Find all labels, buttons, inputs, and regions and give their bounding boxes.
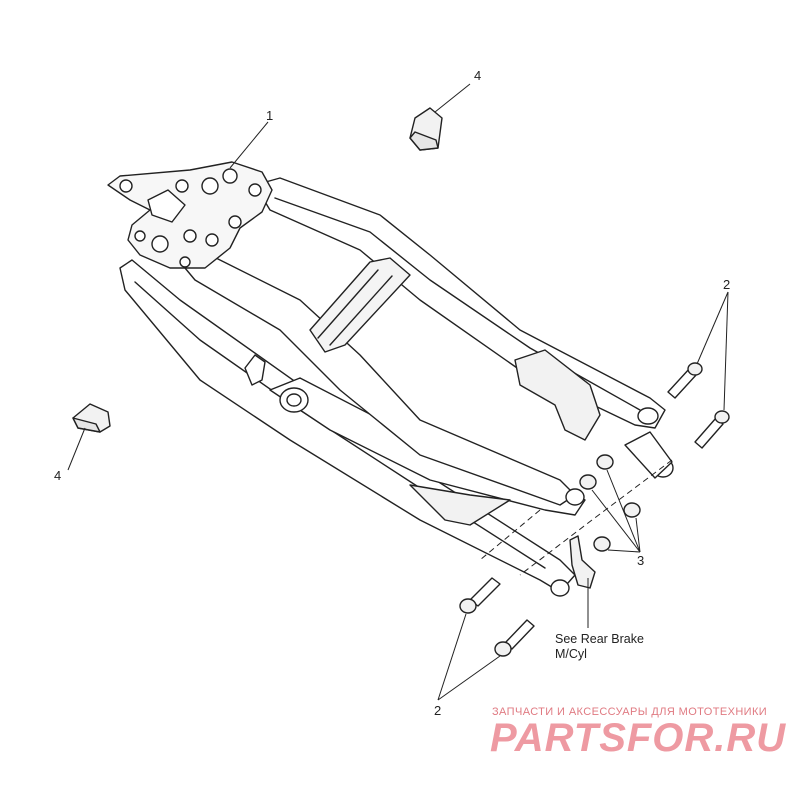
leader-1 — [229, 121, 269, 169]
nut-3 — [623, 502, 641, 518]
leader-3-b — [635, 517, 641, 553]
nut-4 — [593, 536, 611, 552]
watermark-tagline: ЗАПЧАСТИ И АКСЕССУАРЫ ДЛЯ МОТОТЕХНИКИ — [492, 706, 768, 718]
reference-note-line-1: See Rear Brake — [555, 632, 644, 646]
bolt-upper-1 — [667, 362, 703, 399]
rear-upper-bracket — [514, 349, 601, 441]
leader-4-top — [434, 83, 471, 113]
mount-pocket — [147, 189, 186, 223]
cross-member-edge — [317, 269, 393, 346]
leader-3-c — [607, 549, 641, 553]
mount-hole — [248, 183, 262, 197]
mount-hole — [134, 230, 146, 242]
nut-1 — [596, 454, 614, 470]
mount-hole — [179, 256, 191, 268]
leader-4-left — [67, 427, 86, 471]
callout-2-lower: 2 — [434, 703, 442, 718]
centerline-upper — [519, 459, 673, 576]
strut-gusset — [409, 484, 511, 526]
callout-3: 3 — [637, 553, 645, 568]
mount-hole — [201, 177, 219, 195]
leader-2-lower-b — [437, 655, 501, 701]
bolt-lower-1 — [459, 577, 501, 614]
callout-1: 1 — [266, 108, 274, 123]
front-mount-plate — [107, 161, 273, 269]
mount-hole — [228, 215, 242, 229]
leader-2-upper-a — [696, 291, 729, 365]
mount-hole — [222, 168, 238, 184]
lower-rail-eye — [550, 579, 570, 597]
mount-hole — [175, 179, 189, 193]
side-tab — [244, 354, 266, 386]
cross-member — [309, 257, 411, 353]
callout-2-upper: 2 — [723, 277, 731, 292]
strut-end-eye — [565, 488, 585, 506]
bumper-top-face — [409, 131, 439, 151]
leader-3-a — [606, 469, 641, 553]
bolt-upper-2 — [694, 410, 730, 449]
bumper-left-face — [72, 417, 101, 433]
callout-4-left: 4 — [54, 468, 62, 483]
leader-3-d — [591, 489, 641, 553]
mount-hole — [205, 233, 219, 247]
brake-bracket — [569, 535, 596, 589]
callout-4-top: 4 — [474, 68, 482, 83]
bolt-lower-2 — [494, 619, 535, 657]
nut-2 — [579, 474, 597, 490]
centerline-lower — [479, 509, 541, 561]
mount-hole — [119, 179, 133, 193]
watermark-logo: PARTSFOR.RU — [490, 716, 787, 760]
reference-note-line-2: M/Cyl — [555, 647, 587, 661]
leader-2-lower-a — [437, 613, 467, 701]
upper-rail-tube-end — [624, 431, 673, 479]
upper-rail-eye — [637, 407, 659, 425]
mount-hole — [151, 235, 169, 253]
reference-note: See Rear Brake M/Cyl — [555, 632, 644, 662]
pivot-boss-hole — [286, 393, 302, 407]
leader-2-upper-b — [723, 291, 729, 411]
mount-hole — [183, 229, 197, 243]
